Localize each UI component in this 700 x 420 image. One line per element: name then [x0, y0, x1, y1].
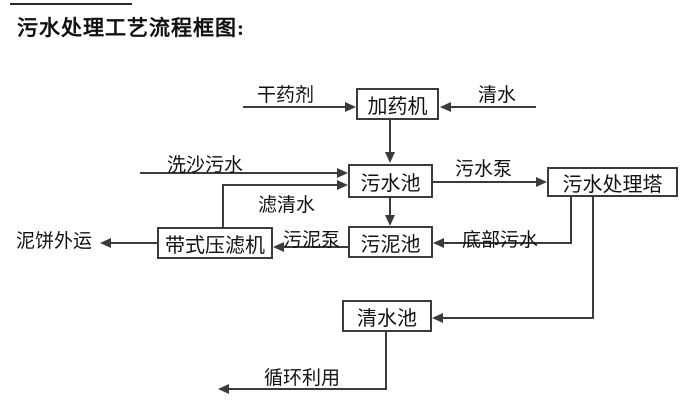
label-dry-agent: 干药剂 — [257, 85, 315, 106]
arrowhead-right-icon — [536, 177, 547, 187]
edge-dosing-to-sewage-line — [389, 120, 391, 153]
arrowhead-right-icon — [345, 102, 356, 112]
edge-filtered-water-riser — [222, 184, 224, 227]
node-sludge-pool-label: 污泥池 — [360, 233, 421, 256]
edge-clean-water-line — [451, 106, 536, 108]
label-sewage-pump: 污水泵 — [455, 159, 513, 180]
edge-bottom-sewage-line — [444, 242, 572, 244]
node-belt-filter-press-label: 带式压滤机 — [165, 234, 265, 257]
edge-sludge-pump-line — [284, 246, 348, 248]
label-sludge-pump: 污泥泵 — [283, 230, 341, 251]
arrowhead-left-icon — [218, 384, 229, 394]
label-sand-washing-sewage: 洗沙污水 — [167, 155, 244, 176]
edge-tower-to-clean-drop — [592, 197, 594, 319]
top-rule-fragment — [10, 3, 132, 5]
node-sewage-pool: 污水池 — [348, 164, 433, 198]
node-treatment-tower-label: 污水处理塔 — [562, 173, 663, 196]
edge-tower-to-clean-line — [443, 317, 594, 319]
label-recycling: 循环利用 — [264, 368, 341, 389]
page-title: 污水处理工艺流程框图: — [17, 16, 245, 40]
node-sludge-pool: 污泥池 — [348, 226, 433, 258]
node-treatment-tower: 污水处理塔 — [547, 167, 678, 197]
edge-recycling-drop — [385, 332, 387, 389]
node-clean-water-pool-label: 清水池 — [357, 307, 417, 330]
arrowhead-down-icon — [385, 215, 395, 226]
edge-sewage-to-sludge-line — [389, 198, 391, 215]
label-clean-water: 清水 — [478, 85, 517, 106]
arrowhead-down-icon — [385, 152, 395, 163]
edge-dry-agent-line — [243, 106, 345, 108]
edge-bottom-sewage-drop — [570, 197, 572, 244]
arrowhead-right-icon — [337, 180, 348, 190]
edge-filtered-water-line — [222, 184, 337, 186]
edge-sand-washing-line — [140, 172, 337, 174]
label-mud-cake-out: 泥饼外运 — [16, 231, 93, 252]
node-belt-filter-press: 带式压滤机 — [157, 227, 273, 259]
label-filtered-water: 滤清水 — [258, 195, 316, 216]
edge-mud-cake-line — [111, 242, 157, 244]
arrowhead-left-icon — [100, 238, 111, 248]
arrowhead-left-icon — [440, 102, 451, 112]
arrowhead-right-icon — [337, 168, 348, 178]
node-sewage-pool-label: 污水池 — [360, 172, 421, 195]
label-bottom-sewage: 底部污水 — [462, 230, 539, 251]
edge-recycling-line — [229, 388, 387, 390]
arrowhead-left-icon — [273, 242, 284, 252]
arrowhead-left-icon — [432, 313, 443, 323]
edge-sewage-pump-line — [433, 181, 536, 183]
node-dosing-machine: 加药机 — [356, 88, 439, 120]
node-clean-water-pool: 清水池 — [342, 300, 432, 332]
arrowhead-left-icon — [433, 238, 444, 248]
node-dosing-machine-label: 加药机 — [367, 95, 428, 118]
